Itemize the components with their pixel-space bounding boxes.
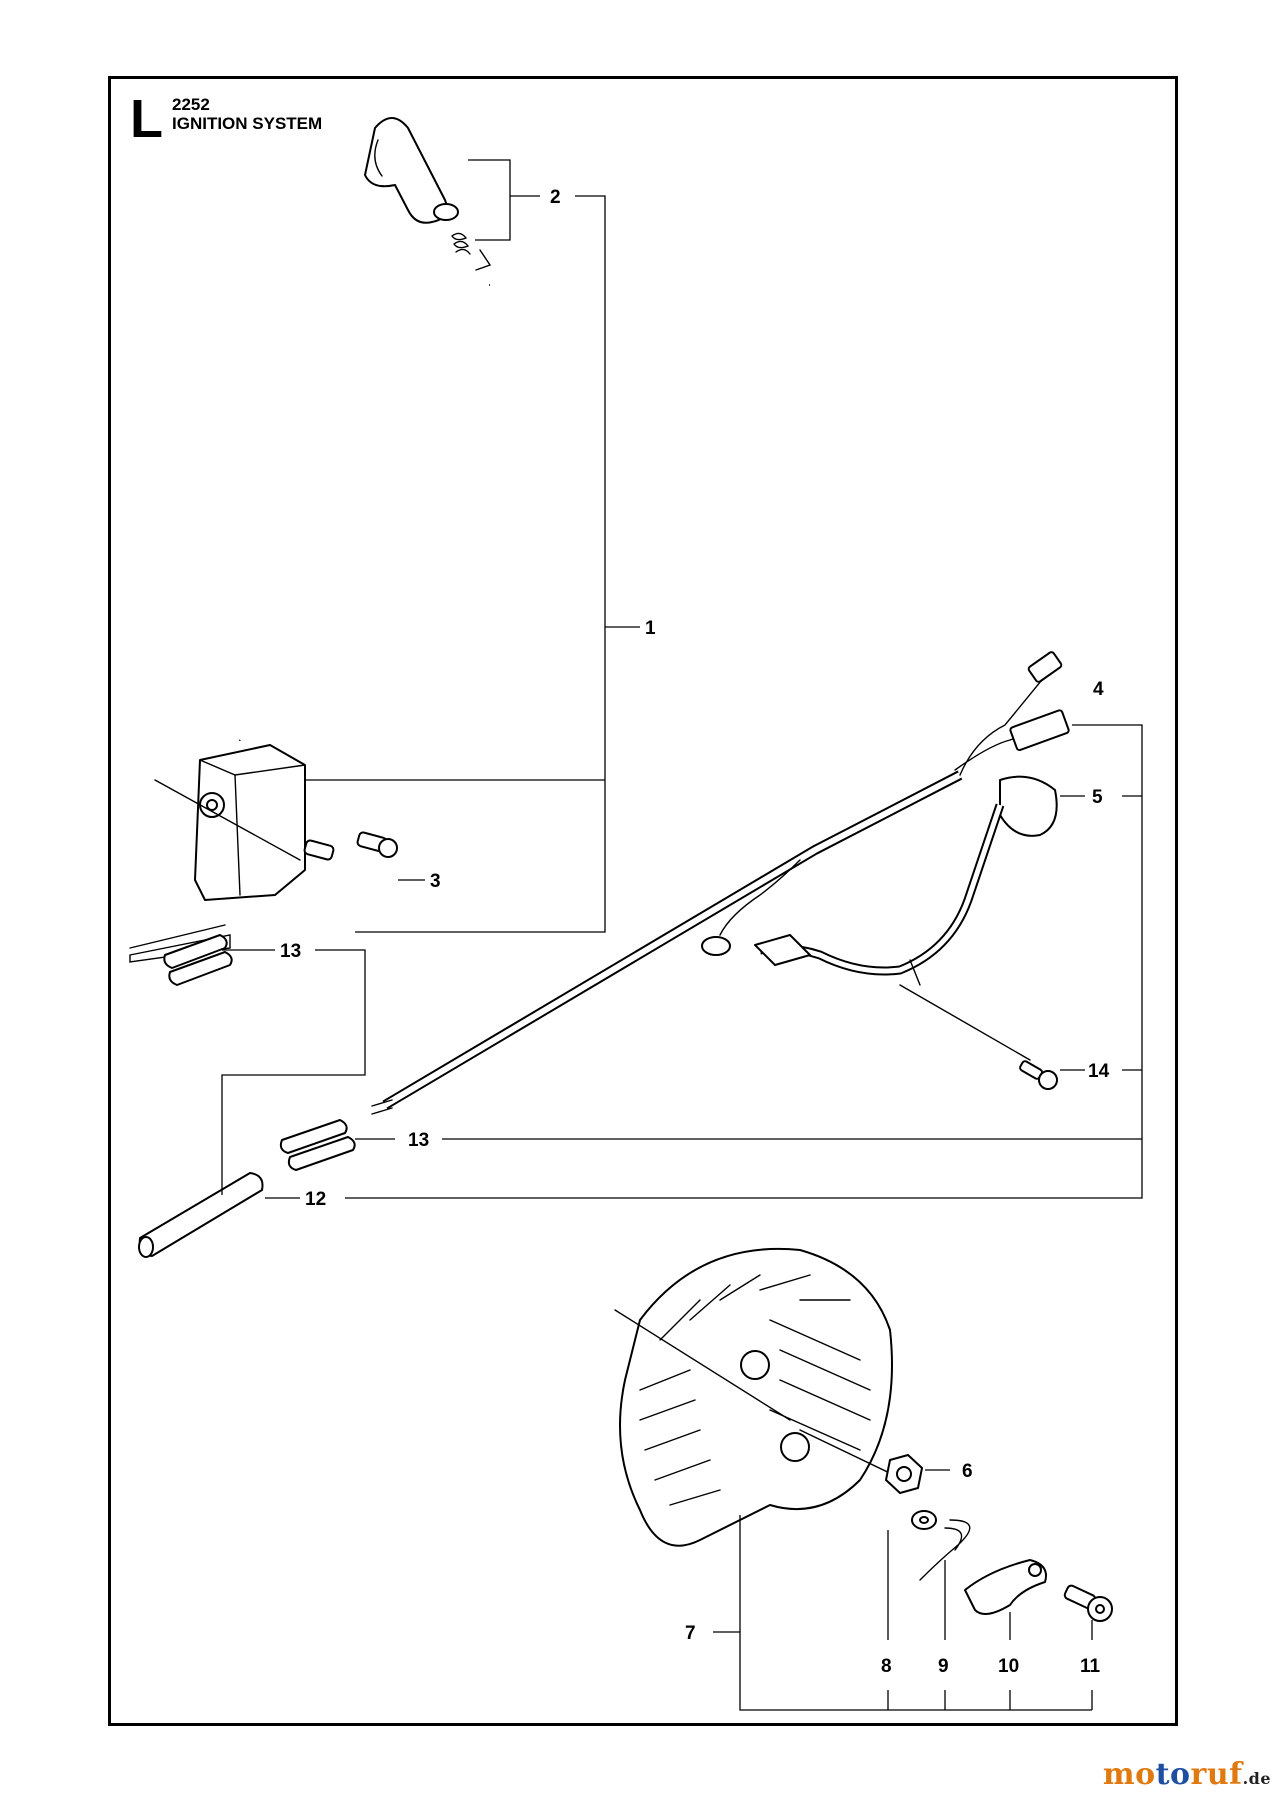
starter-pawl — [964, 1559, 1047, 1615]
flywheel — [614, 1247, 893, 1547]
callouts: 2 1 3 13 4 5 14 13 12 6 7 8 9 10 11 — [280, 187, 1110, 1677]
callout-12: 12 — [305, 1189, 326, 1210]
callout-13-upper: 13 — [280, 941, 301, 962]
section-code: 2252 — [172, 95, 210, 114]
section-title: IGNITION SYSTEM — [172, 114, 323, 133]
pawl-spring — [919, 1519, 971, 1581]
ignition-module — [129, 280, 576, 963]
callout-8: 8 — [881, 1656, 892, 1677]
boot-spring — [451, 232, 492, 271]
watermark-tld: .de — [1242, 1769, 1271, 1788]
callout-4: 4 — [1093, 679, 1104, 700]
pawl-screw — [1063, 1584, 1113, 1622]
insulation-tube — [138, 1172, 264, 1258]
leader-lines — [221, 159, 1143, 1711]
callout-5: 5 — [1092, 787, 1103, 808]
callout-7: 7 — [685, 1623, 696, 1644]
section-letter: L — [130, 89, 163, 149]
spark-plug-boot — [364, 117, 459, 224]
diagram-frame — [108, 76, 1178, 1726]
watermark-brand: motoruf — [1102, 1757, 1243, 1792]
watermark-logo: motoruf.de — [1103, 1757, 1271, 1792]
sleeves-upper — [163, 934, 233, 986]
washer — [911, 1510, 937, 1530]
callout-10: 10 — [998, 1656, 1019, 1677]
sleeves-lower — [279, 1119, 356, 1171]
callout-9: 9 — [938, 1656, 949, 1677]
callout-6: 6 — [962, 1461, 973, 1482]
stop-switch-cable — [754, 775, 1058, 986]
callout-1: 1 — [645, 618, 656, 639]
wiring-harness — [371, 651, 1070, 1115]
callout-13-lower: 13 — [408, 1130, 429, 1151]
harness-screw — [899, 984, 1058, 1090]
callout-14: 14 — [1088, 1061, 1110, 1082]
callout-11: 11 — [1080, 1656, 1101, 1677]
flywheel-nut — [799, 1429, 923, 1494]
mounting-screws — [154, 779, 398, 861]
callout-2: 2 — [550, 187, 561, 208]
callout-3: 3 — [430, 871, 441, 892]
